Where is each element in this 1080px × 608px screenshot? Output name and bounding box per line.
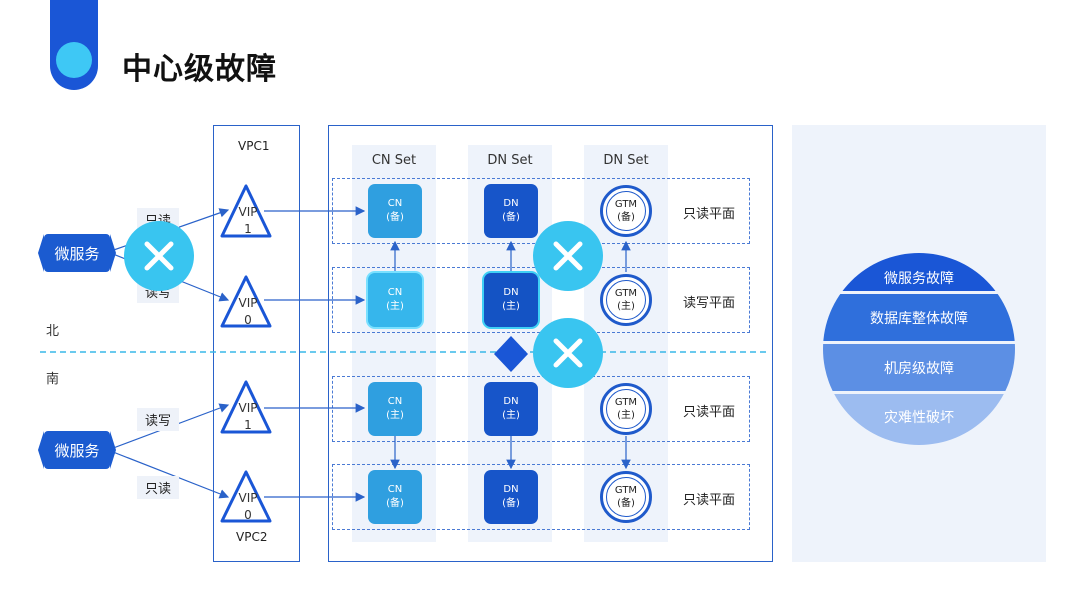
failure-x-icon-datacenter (533, 318, 603, 388)
edge-ms2-vip0 (107, 449, 230, 499)
edge-label-readwrite-south: 读写 (137, 408, 180, 431)
vip-triangle-4 (220, 470, 272, 523)
failure-x-icon-database (533, 221, 603, 291)
cn-node-standby-south: CN(备) (368, 470, 422, 524)
plane-label-3: 只读平面 (683, 405, 736, 420)
fault-level-2: 数据库整体故障 (823, 294, 1015, 341)
cn-node-primary-north: CN(主) (368, 273, 422, 327)
failure-x-icon-microservice (124, 221, 194, 291)
gtm-node-standby-north: GTM(备) (600, 185, 652, 237)
cn-node-primary-south: CN(主) (368, 382, 422, 436)
column-header-cn-set: CN Set (371, 153, 417, 168)
microservice-node-south: 微服务 (38, 431, 116, 469)
row-box-3 (332, 376, 750, 442)
vpc2-label: VPC2 (236, 530, 268, 544)
dn-node-primary-north: DN(主) (484, 273, 538, 327)
dn-node-standby-south: DN(备) (484, 470, 538, 524)
title-accent-dot (56, 42, 92, 78)
fault-level-4: 灾难性破坏 (823, 394, 1015, 445)
fault-level-circle: 微服务故障 数据库整体故障 机房级故障 灾难性破坏 (823, 253, 1015, 445)
database-cluster-box (328, 125, 773, 562)
fault-level-3: 机房级故障 (823, 344, 1015, 391)
vip-triangle-3 (220, 380, 272, 434)
vip-triangle-1 (220, 184, 272, 238)
fault-level-1: 微服务故障 (823, 253, 1015, 291)
vip-triangle-2 (220, 275, 272, 328)
gtm-node-standby-south: GTM(备) (600, 471, 652, 523)
dn-node-standby-north: DN(备) (484, 184, 538, 238)
fault-level-panel (792, 125, 1046, 562)
gtm-node-primary-north: GTM(主) (600, 274, 652, 326)
page-title: 中心级故障 (122, 52, 277, 87)
gtm-node-primary-south: GTM(主) (600, 383, 652, 435)
sync-double-arrow (494, 336, 528, 372)
region-label-north: 北 (46, 324, 60, 339)
region-label-south: 南 (46, 372, 60, 387)
column-header-dn-set-2: DN Set (603, 153, 649, 168)
cn-node-standby-north: CN(备) (368, 184, 422, 238)
plane-label-2: 读写平面 (683, 296, 736, 311)
plane-label-1: 只读平面 (683, 207, 736, 222)
dn-node-primary-south: DN(主) (484, 382, 538, 436)
edge-label-readonly-south: 只读 (137, 476, 180, 499)
vpc1-label: VPC1 (238, 139, 270, 153)
vpc-box (213, 125, 300, 562)
microservice-node-north: 微服务 (38, 234, 116, 272)
column-header-dn-set: DN Set (487, 153, 533, 168)
plane-label-4: 只读平面 (683, 493, 736, 508)
